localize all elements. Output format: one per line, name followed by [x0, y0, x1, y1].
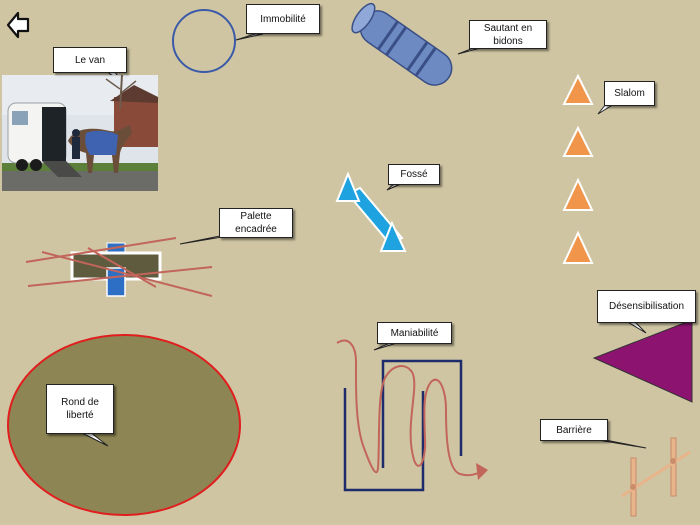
rond-liberte-ring[interactable] [7, 334, 241, 516]
desensibilisation-triangle[interactable] [592, 319, 693, 403]
callout-immobilite[interactable]: Immobilité [246, 4, 320, 34]
label-sautant-bidons: Sautant en bidons [483, 22, 533, 47]
callout-sautant-bidons[interactable]: Sautant en bidons [469, 20, 547, 49]
fosse-obstacle[interactable] [335, 171, 407, 252]
callout-slalom[interactable]: Slalom [604, 81, 655, 106]
maniabilite-arrowhead [476, 463, 488, 480]
label-rond-liberte: Rond de liberté [61, 397, 99, 421]
callout-maniabilite[interactable]: Maniabilité [377, 322, 452, 344]
label-fosse: Fossé [400, 169, 428, 180]
barrel-obstacle[interactable] [348, 0, 458, 92]
label-desensibilisation: Désensibilisation [608, 301, 685, 312]
callout-desensibilisation[interactable]: Désensibilisation [597, 290, 696, 323]
label-slalom: Slalom [614, 88, 645, 99]
label-immobilite: Immobilité [260, 13, 306, 25]
maniabilite-path [336, 339, 487, 477]
le-van-photo[interactable] [2, 75, 158, 191]
barriere-obstacle[interactable] [621, 437, 691, 517]
label-le-van: Le van [74, 54, 106, 66]
slalom-cones[interactable] [562, 73, 594, 264]
palette-obstacle[interactable] [25, 237, 213, 297]
slalom-cone [562, 230, 594, 264]
callout-fosse[interactable]: Fossé [388, 164, 440, 185]
slalom-cone [562, 177, 594, 211]
callout-palette[interactable]: Palette encadrée [219, 208, 293, 238]
slalom-cone [562, 125, 594, 157]
maniabilite-maze[interactable] [343, 359, 463, 492]
back-arrow-icon[interactable] [4, 8, 30, 42]
slalom-cone [562, 73, 594, 105]
immobilite-circle[interactable] [172, 9, 236, 73]
callout-rond-liberte[interactable]: Rond de liberté [46, 384, 114, 434]
label-barriere: Barrière [556, 424, 592, 436]
callout-barriere[interactable]: Barrière [540, 419, 608, 441]
callout-le-van[interactable]: Le van [53, 47, 127, 73]
label-palette: Palette encadrée [235, 211, 277, 235]
label-maniabilite: Maniabilité [390, 327, 439, 339]
